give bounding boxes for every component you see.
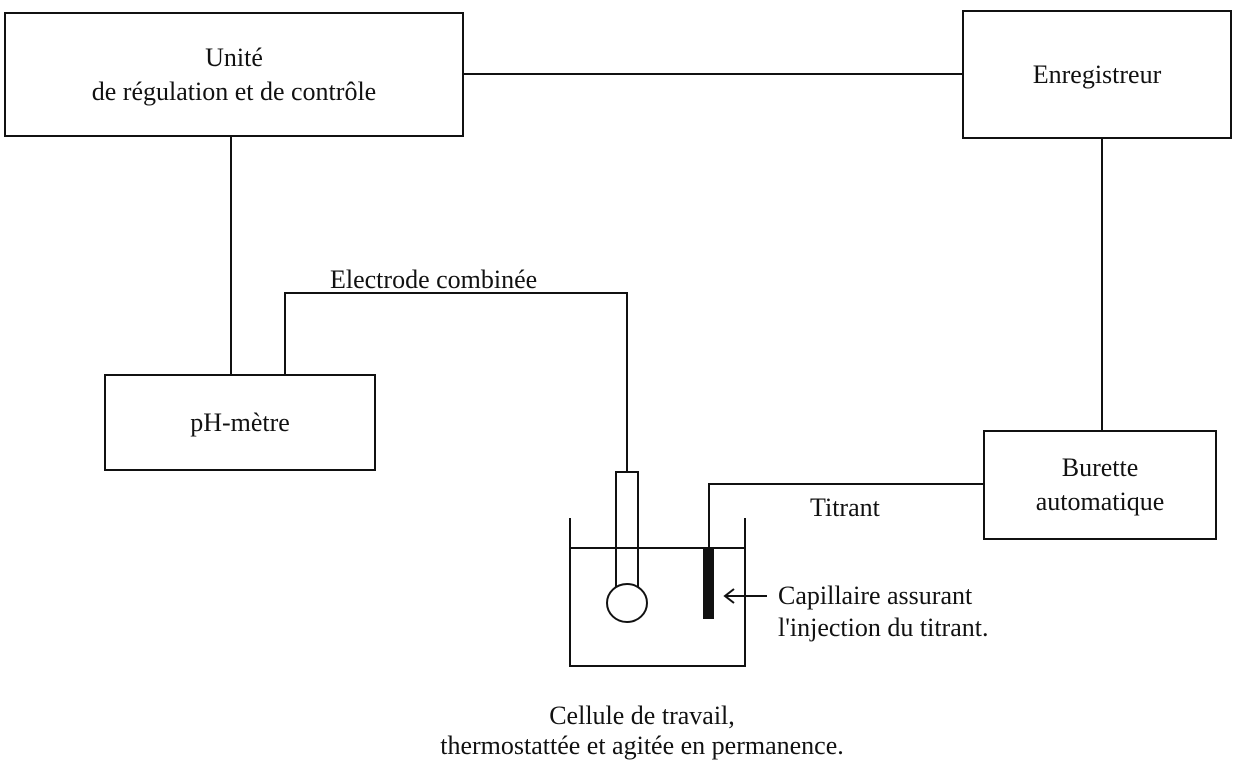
cell-caption-line2: thermostattée et agitée en permanence. (440, 731, 844, 760)
burette-label-line1: Burette (1061, 453, 1139, 482)
electrode-body (615, 471, 639, 591)
ph-meter-label: pH-mètre (190, 407, 290, 437)
titrant-tube (708, 483, 983, 548)
electrode-label: Electrode combinée (330, 265, 538, 294)
capillary-pointer-arrowhead (723, 588, 735, 604)
electrode-cable (284, 292, 628, 472)
capillary (703, 548, 714, 619)
work-cell-beaker (569, 518, 746, 667)
capillary-label-line2: l'injection du titrant. (778, 613, 989, 642)
control-unit-box: Unité de régulation et de contrôle (4, 12, 464, 137)
ph-meter-box: pH-mètre (104, 374, 376, 471)
recorder-label: Enregistreur (1032, 59, 1162, 89)
titrant-label: Titrant (810, 493, 880, 522)
electrode-bulb (606, 583, 648, 623)
cell-caption-line1: Cellule de travail, (549, 701, 735, 730)
control-unit-subtitle: de régulation et de contrôle (91, 76, 377, 106)
recorder-box: Enregistreur (962, 10, 1232, 139)
control-unit-title: Unité (205, 42, 263, 72)
burette-box: Burette automatique (983, 430, 1217, 540)
capillary-label-line1: Capillaire assurant (778, 581, 973, 610)
burette-label-line2: automatique (1035, 487, 1165, 516)
